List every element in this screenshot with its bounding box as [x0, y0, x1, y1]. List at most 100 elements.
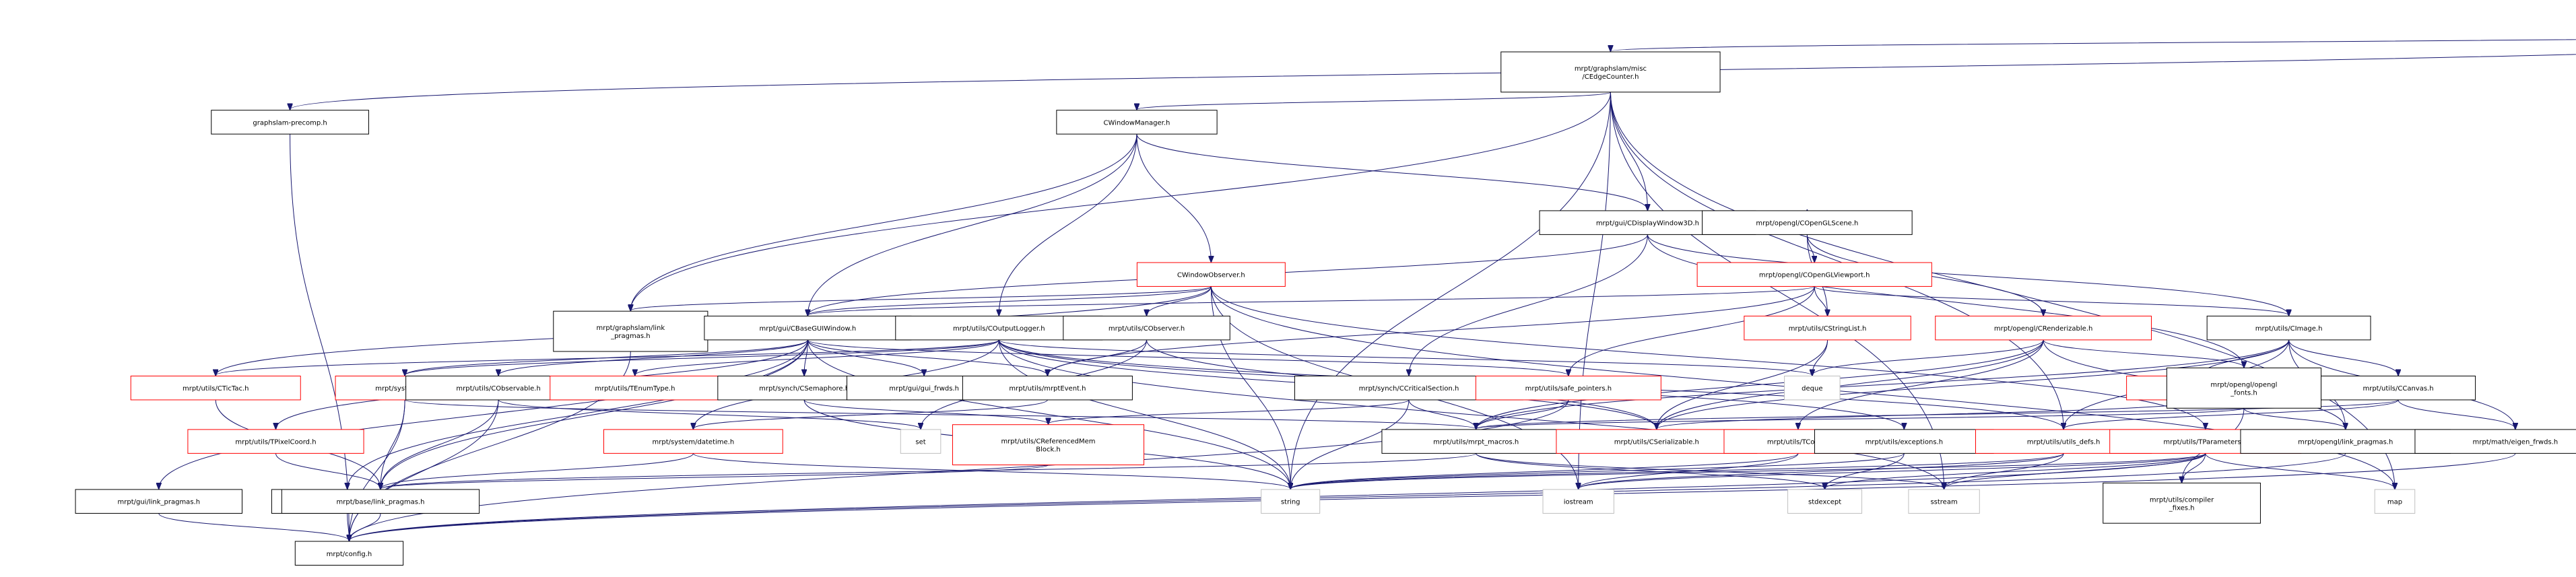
node-guilink[interactable]: mrpt/gui/link_pragmas.h — [75, 489, 242, 514]
node-box — [2103, 482, 2261, 524]
edge-disp3d-to-glfonts — [1647, 234, 2244, 367]
node-exc[interactable]: mrpt/utils/exceptions.h — [1814, 429, 1994, 454]
node-strlist[interactable]: mrpt/utils/CStringList.h — [1744, 315, 1911, 341]
node-box — [1696, 262, 1932, 287]
node-glfonts[interactable]: mrpt/opengl/opengl_fonts.h — [2166, 367, 2321, 409]
node-label: mrpt/system/datetime.h — [653, 439, 735, 446]
edge-mevent-to-dtime — [693, 399, 1048, 429]
node-cobs[interactable]: mrpt/utils/CObserver.h — [1063, 315, 1230, 341]
node-tpix[interactable]: mrpt/utils/TPixelCoord.h — [187, 429, 364, 454]
node-label: mrpt/math/eigen_frwds.h — [2473, 439, 2558, 446]
node-box — [1908, 489, 1980, 514]
edge-baselink-to-config — [349, 513, 381, 541]
node-deque[interactable]: deque — [1784, 375, 1841, 401]
node-box — [1381, 429, 1571, 454]
node-rend[interactable]: mrpt/opengl/CRenderizable.h — [1935, 315, 2152, 341]
edge-root-to-gpre — [290, 54, 2576, 109]
node-box — [553, 310, 708, 352]
node-safeptr[interactable]: mrpt/utils/safe_pointers.h — [1475, 375, 1661, 401]
edge-outlog-to-deque — [998, 339, 1812, 376]
node-ec[interactable]: mrpt/graphslam/misc/CEdgeCounter.h — [1500, 51, 1721, 93]
edge-cimage-to-cser — [1657, 339, 2290, 429]
node-label: mrpt/utils/utils_defs.h — [2027, 439, 2101, 446]
edge-exc-to-stdexc — [1825, 453, 1905, 489]
node-box — [281, 489, 480, 514]
edge-ccanvas-to-eigen — [2398, 399, 2515, 429]
node-box — [2166, 367, 2321, 409]
node-iostream[interactable]: iostream — [1542, 489, 1614, 514]
node-label: mrpt/synch/CCriticalSection.h — [1359, 385, 1459, 393]
node-box — [2206, 315, 2371, 341]
node-label: _fonts.h — [2230, 389, 2257, 397]
node-macros[interactable]: mrpt/utils/mrpt_macros.h — [1381, 429, 1571, 454]
node-label: mrpt/system/os.h — [375, 385, 434, 393]
node-sstream[interactable]: sstream — [1908, 489, 1980, 514]
node-glscene[interactable]: mrpt/opengl/COpenGLScene.h — [1702, 210, 1913, 235]
node-box — [1744, 315, 1911, 341]
edge-cimage-to-macros — [1476, 339, 2290, 429]
node-glvp[interactable]: mrpt/opengl/COpenGLViewport.h — [1696, 262, 1932, 287]
node-label: mrpt/utils/CReferencedMem — [1001, 438, 1095, 446]
edge-basegui-to-safeptr — [807, 339, 1568, 376]
node-label: CWindowManager.h — [1104, 119, 1170, 127]
edge-root-to-ec — [1610, 39, 2576, 51]
edge-cobsv-to-config — [349, 399, 499, 541]
node-wm[interactable]: CWindowManager.h — [1056, 110, 1218, 135]
node-string[interactable]: string — [1261, 489, 1321, 514]
node-box — [603, 429, 783, 454]
node-label: /CEdgeCounter.h — [1582, 73, 1639, 81]
node-set[interactable]: set — [900, 429, 942, 454]
edge-glfonts-to-gllink — [2243, 408, 2346, 429]
node-map[interactable]: map — [2374, 489, 2416, 514]
node-box — [1475, 375, 1661, 401]
node-dtime[interactable]: mrpt/system/datetime.h — [603, 429, 783, 454]
node-compfix[interactable]: mrpt/utils/compiler_fixes.h — [2103, 482, 2261, 524]
edge-basegui-to-guifw — [807, 339, 924, 376]
node-tenum[interactable]: mrpt/utils/TEnumType.h — [550, 375, 721, 401]
node-cimage[interactable]: mrpt/utils/CImage.h — [2206, 315, 2371, 341]
edge-dtime-to-string — [692, 452, 1290, 489]
node-box — [1556, 429, 1758, 454]
edge-tparams-to-string — [1290, 452, 2206, 489]
edge-wobs-to-basegui — [807, 285, 1212, 315]
edge-refmem-to-baselink — [381, 465, 1049, 489]
node-label: mrpt/opengl/link_pragmas.h — [2298, 439, 2393, 446]
node-cser[interactable]: mrpt/utils/CSerializable.h — [1556, 429, 1758, 454]
edge-udefs-to-string — [1290, 452, 2064, 489]
edge-rend-to-deque — [1812, 339, 2044, 376]
node-ccanvas[interactable]: mrpt/utils/CCanvas.h — [2320, 375, 2476, 401]
node-stdexc[interactable]: stdexcept — [1787, 489, 1863, 514]
edge-macros-to-sstream — [1476, 452, 1944, 489]
node-basegui[interactable]: mrpt/gui/CBaseGUIWindow.h — [704, 315, 912, 341]
node-box — [1542, 489, 1614, 514]
node-label: mrpt/utils/CObserver.h — [1109, 325, 1185, 333]
node-eigen[interactable]: mrpt/math/eigen_frwds.h — [2414, 429, 2576, 454]
node-box — [2320, 375, 2476, 401]
node-layer: CEdgeCounter.cppgraphslam-precomp.hmrpt/… — [75, 51, 2576, 566]
node-label: mrpt/utils/mrptEvent.h — [1009, 385, 1086, 393]
edge-tparams-to-stdexc — [1825, 452, 2206, 489]
edge-outlog-to-sstream — [998, 339, 1944, 489]
node-label: mrpt/utils/mrpt_macros.h — [1433, 439, 1519, 446]
node-label: mrpt/utils/exceptions.h — [1865, 439, 1943, 446]
node-config[interactable]: mrpt/config.h — [294, 541, 404, 566]
edge-wobs-to-cobs — [1147, 286, 1212, 315]
node-box — [75, 489, 242, 514]
node-ticac[interactable]: mrpt/utils/CTicTac.h — [130, 375, 301, 401]
node-mevent[interactable]: mrpt/utils/mrptEvent.h — [962, 375, 1133, 401]
edge-basegui-to-csem — [804, 339, 808, 376]
edge-wobs-to-gslink — [630, 285, 1212, 310]
node-baselink[interactable]: mrpt/base/link_pragmas.h — [281, 489, 480, 514]
node-label: map — [2387, 499, 2402, 506]
node-gslink[interactable]: mrpt/graphslam/link_pragmas.h — [553, 310, 708, 352]
edge-tcolor-to-string — [1290, 452, 1799, 489]
edge-guilink-to-config — [158, 513, 350, 541]
node-wobs[interactable]: CWindowObserver.h — [1136, 262, 1286, 287]
edge-glvp-to-strlist — [1814, 286, 1827, 315]
node-label: mrpt/graphslam/link — [596, 325, 665, 332]
edge-sysos-to-config — [349, 399, 405, 541]
edge-outlog-to-sysos — [405, 339, 999, 376]
node-gpre[interactable]: graphslam-precomp.h — [211, 110, 369, 135]
